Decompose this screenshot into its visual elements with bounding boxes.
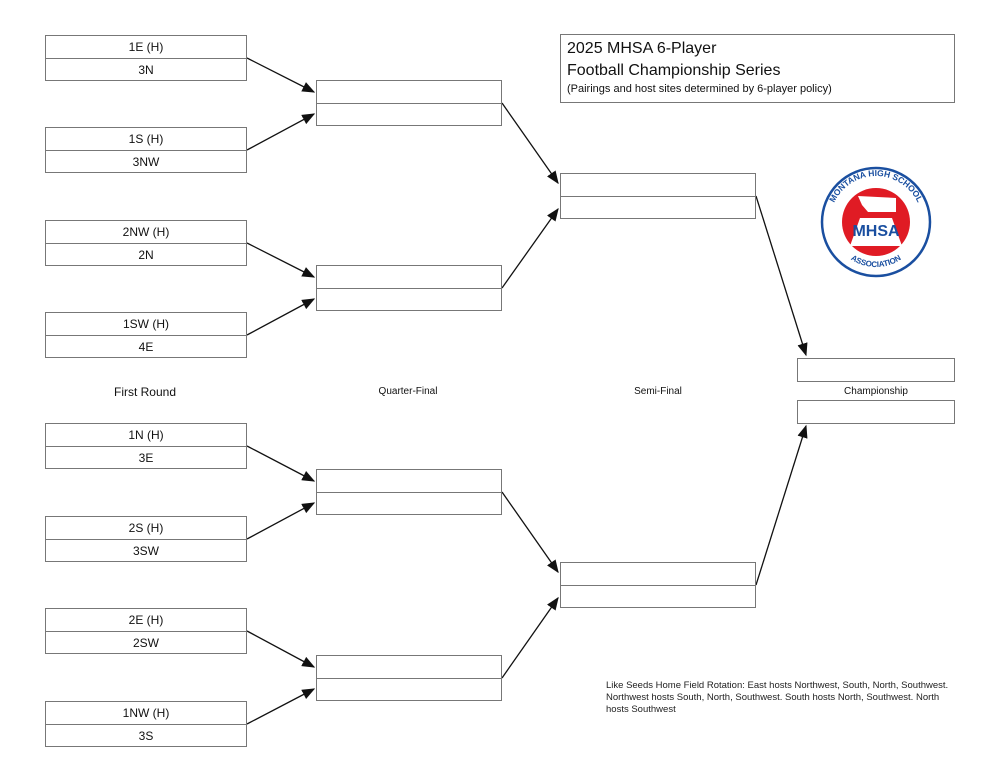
quarter-final-slot xyxy=(316,103,502,126)
team-label: 4E xyxy=(138,339,154,354)
quarter-final-slot xyxy=(316,655,502,679)
team-label: 2NW (H) xyxy=(122,225,170,239)
quarter-final-slot xyxy=(316,492,502,515)
first-round-away-slot: 3S xyxy=(45,724,247,747)
team-label: 1NW (H) xyxy=(122,706,170,720)
first-round-away-slot: 3N xyxy=(45,58,247,81)
title-line-1: 2025 MHSA 6-Player xyxy=(567,40,717,57)
championship-slot xyxy=(797,358,955,382)
advance-arrow xyxy=(755,424,808,586)
first-round-away-slot: 3NW xyxy=(45,150,247,173)
first-round-away-slot: 2SW xyxy=(45,631,247,654)
advance-arrow xyxy=(246,445,316,482)
advance-arrow xyxy=(501,596,559,679)
advance-arrow xyxy=(501,491,559,574)
semi-final-slot xyxy=(560,585,756,608)
advance-arrow xyxy=(501,102,559,185)
label-championship: Championship xyxy=(844,386,908,397)
team-label: 1N (H) xyxy=(128,428,164,442)
quarter-final-slot xyxy=(316,288,502,311)
team-label: 2E (H) xyxy=(128,613,164,627)
team-label: 3SW xyxy=(132,543,159,558)
first-round-home-slot: 2E (H) xyxy=(45,608,247,632)
home-field-rotation-note: Like Seeds Home Field Rotation: East hos… xyxy=(606,680,949,715)
championship-slot xyxy=(797,400,955,424)
advance-arrow xyxy=(246,688,316,725)
team-label: 3S xyxy=(138,728,154,743)
quarter-final-slot xyxy=(316,469,502,493)
first-round-away-slot: 2N xyxy=(45,243,247,266)
first-round-away-slot: 3E xyxy=(45,446,247,469)
first-round-home-slot: 1SW (H) xyxy=(45,312,247,336)
advance-arrow xyxy=(501,207,559,289)
mhsa-logo-icon: MONTANA HIGH SCHOOL MHSA ASSOCIATION xyxy=(820,166,932,278)
quarter-final-slot xyxy=(316,678,502,701)
quarter-final-slot xyxy=(316,80,502,104)
title-box: 2025 MHSA 6-Player Football Championship… xyxy=(560,34,955,103)
first-round-home-slot: 1S (H) xyxy=(45,127,247,151)
semi-final-slot xyxy=(560,173,756,197)
first-round-home-slot: 1N (H) xyxy=(45,423,247,447)
first-round-home-slot: 2NW (H) xyxy=(45,220,247,244)
advance-arrow xyxy=(246,630,316,668)
first-round-away-slot: 4E xyxy=(45,335,247,358)
label-semi-final: Semi-Final xyxy=(634,386,682,397)
quarter-final-slot xyxy=(316,265,502,289)
label-quarter-final: Quarter-Final xyxy=(378,386,438,397)
team-label: 1S (H) xyxy=(128,132,164,146)
advance-arrow xyxy=(246,57,316,93)
advance-arrow xyxy=(755,195,808,357)
team-label: 3NW xyxy=(132,154,160,169)
advance-arrow xyxy=(246,298,316,336)
team-label: 3N xyxy=(138,62,154,77)
advance-arrow xyxy=(246,502,316,540)
advance-arrow xyxy=(246,242,316,278)
first-round-home-slot: 2S (H) xyxy=(45,516,247,540)
team-label: 3E xyxy=(138,450,154,465)
semi-final-slot xyxy=(560,562,756,586)
team-label: 2S (H) xyxy=(128,521,164,535)
title-line-2: Football Championship Series xyxy=(567,62,781,79)
title-subtitle: (Pairings and host sites determined by 6… xyxy=(567,83,832,95)
first-round-home-slot: 1NW (H) xyxy=(45,701,247,725)
team-label: 2N xyxy=(138,247,154,262)
first-round-away-slot: 3SW xyxy=(45,539,247,562)
logo-center-text: MHSA xyxy=(852,223,900,240)
team-label: 2SW xyxy=(132,635,159,650)
advance-arrow xyxy=(246,113,316,151)
team-label: 1E (H) xyxy=(128,40,164,54)
first-round-home-slot: 1E (H) xyxy=(45,35,247,59)
label-first-round: First Round xyxy=(113,385,177,399)
team-label: 1SW (H) xyxy=(123,317,169,331)
semi-final-slot xyxy=(560,196,756,219)
